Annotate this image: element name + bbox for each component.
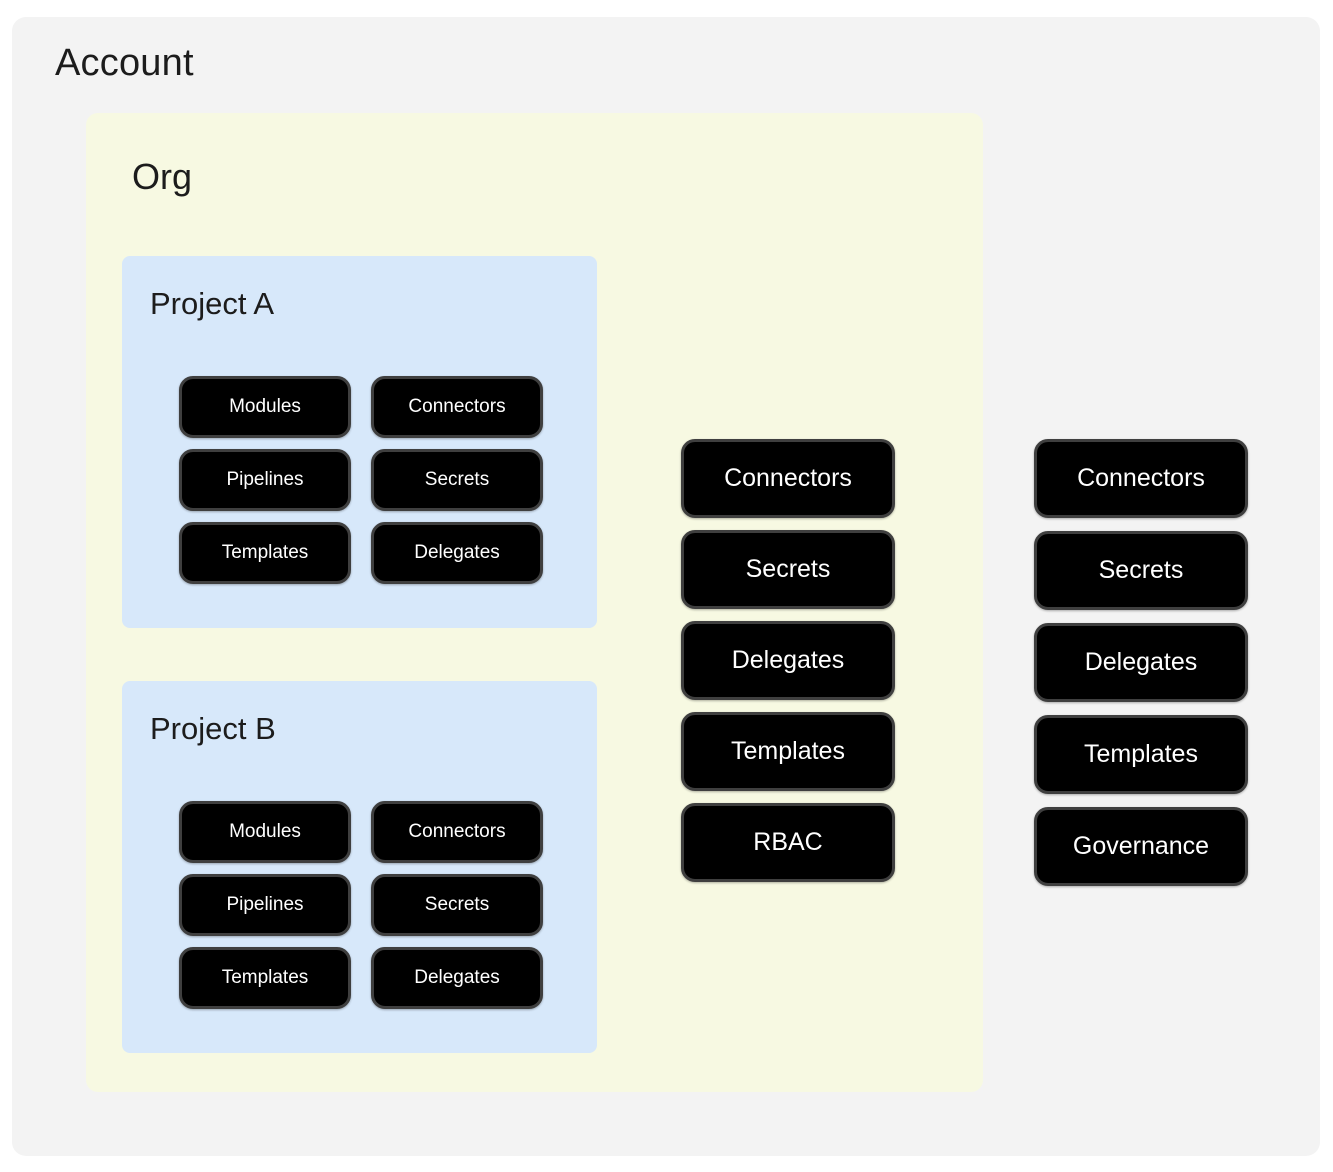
pill-templates: Templates (179, 947, 351, 1009)
pill-connectors: Connectors (371, 376, 543, 438)
pill-delegates: Delegates (371, 947, 543, 1009)
pill-governance: Governance (1034, 807, 1248, 886)
account-title: Account (55, 42, 194, 84)
pill-templates: Templates (1034, 715, 1248, 794)
project-a-title: Project A (150, 286, 275, 321)
pill-delegates: Delegates (1034, 623, 1248, 702)
pill-secrets: Secrets (1034, 531, 1248, 610)
pill-connectors: Connectors (681, 439, 895, 518)
pill-modules: Modules (179, 801, 351, 863)
project-b-container: Project B Modules Connectors Pipelines S… (122, 681, 597, 1053)
project-b-pill-grid: Modules Connectors Pipelines Secrets Tem… (179, 801, 543, 1009)
pill-secrets: Secrets (371, 449, 543, 511)
project-a-container: Project A Modules Connectors Pipelines S… (122, 256, 597, 628)
org-title: Org (132, 156, 193, 197)
pill-connectors: Connectors (1034, 439, 1248, 518)
pill-delegates: Delegates (371, 522, 543, 584)
org-pill-column: Connectors Secrets Delegates Templates R… (681, 439, 895, 882)
pill-pipelines: Pipelines (179, 449, 351, 511)
pill-secrets: Secrets (371, 874, 543, 936)
org-container: Org Project A Modules Connectors Pipelin… (86, 113, 983, 1092)
pill-secrets: Secrets (681, 530, 895, 609)
project-b-title: Project B (150, 711, 276, 746)
project-a-pill-grid: Modules Connectors Pipelines Secrets Tem… (179, 376, 543, 584)
pill-templates: Templates (681, 712, 895, 791)
pill-pipelines: Pipelines (179, 874, 351, 936)
pill-connectors: Connectors (371, 801, 543, 863)
account-container: Account Org Project A Modules Connectors… (12, 17, 1320, 1156)
pill-rbac: RBAC (681, 803, 895, 882)
pill-modules: Modules (179, 376, 351, 438)
pill-templates: Templates (179, 522, 351, 584)
pill-delegates: Delegates (681, 621, 895, 700)
account-pill-column: Connectors Secrets Delegates Templates G… (1034, 439, 1248, 886)
